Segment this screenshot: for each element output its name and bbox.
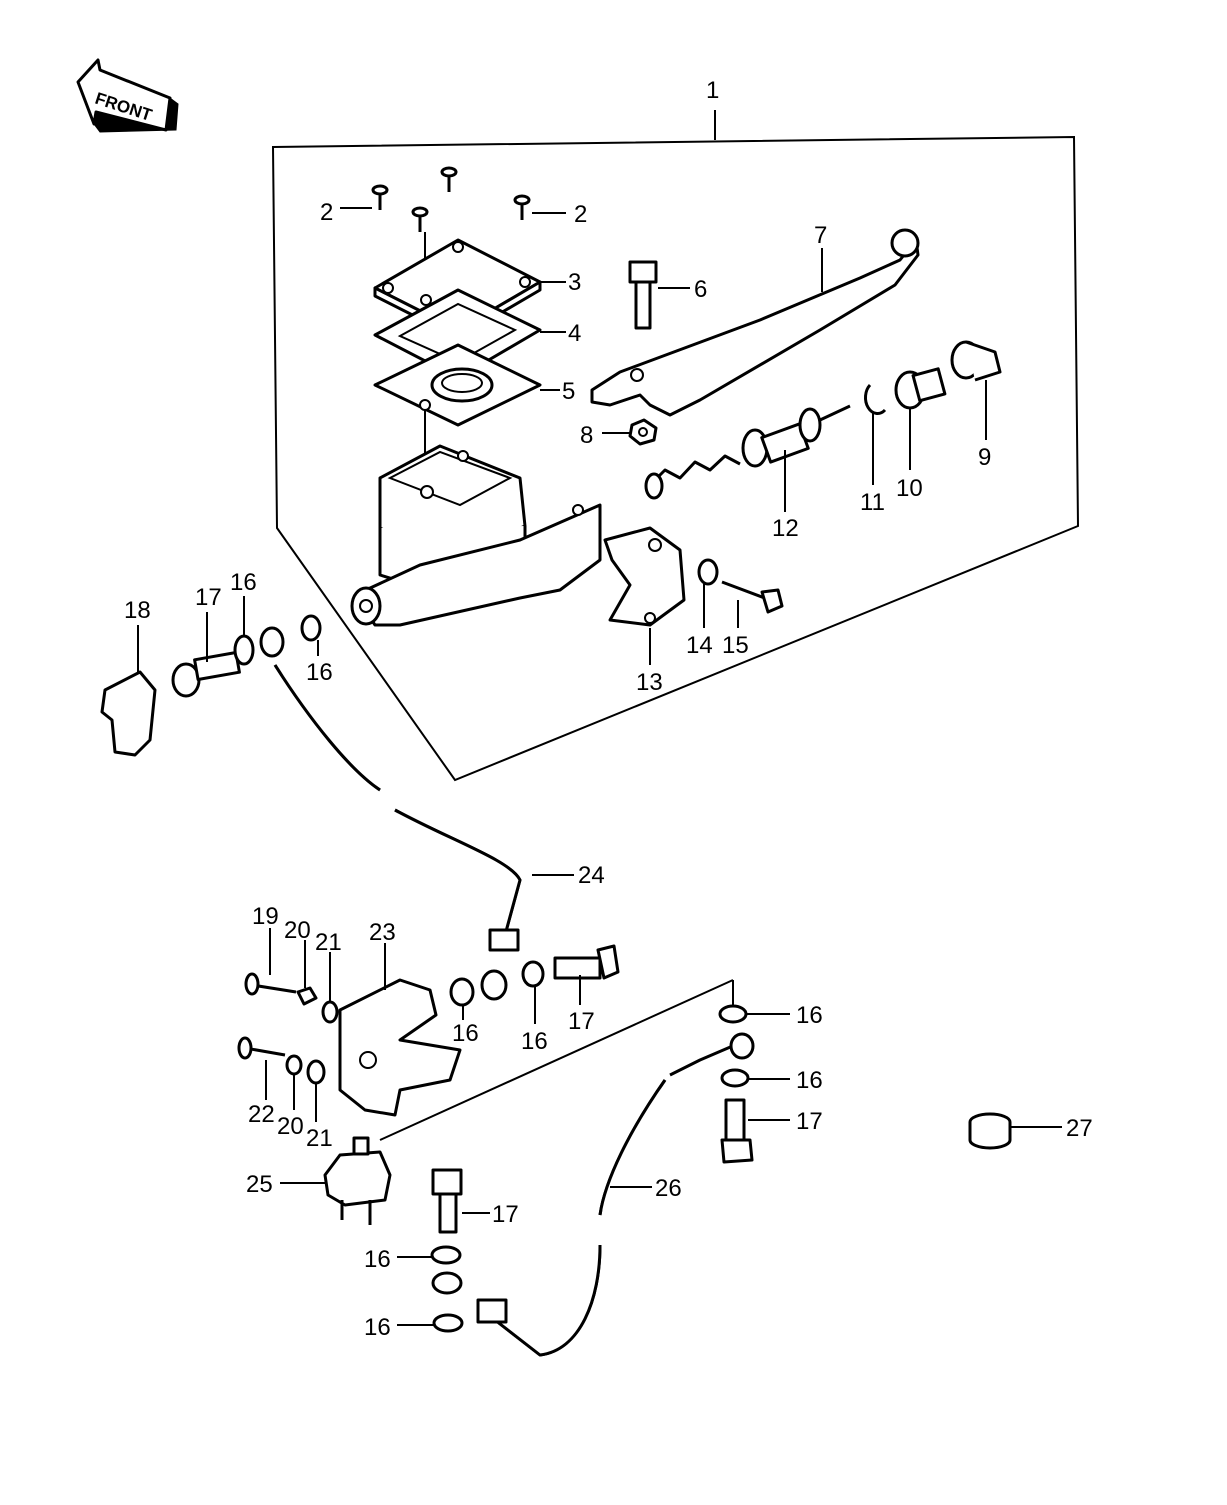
callout-23: 23 [369, 919, 396, 946]
callout-7: 7 [814, 222, 827, 249]
callout-14: 14 [686, 632, 713, 659]
callout-20: 20 [284, 917, 311, 944]
callout-20: 20 [277, 1113, 304, 1140]
callout-10: 10 [896, 475, 923, 502]
three-way-joint [237, 944, 620, 1117]
callout-1: 1 [706, 77, 719, 104]
leader-lines [137, 207, 1062, 1326]
assembly-outline [271, 110, 1080, 782]
callout-2: 2 [574, 201, 587, 228]
pivot-bolt [628, 260, 658, 330]
callout-21: 21 [306, 1125, 333, 1152]
lever-nut [628, 418, 658, 446]
callout-16: 16 [452, 1020, 479, 1047]
piston-and-spring [644, 404, 851, 500]
callout-16: 16 [364, 1246, 391, 1273]
callout-12: 12 [772, 515, 799, 542]
callout-27: 27 [1066, 1115, 1093, 1142]
callout-11: 11 [860, 489, 885, 516]
callout-17: 17 [796, 1108, 823, 1135]
callout-17: 17 [492, 1201, 519, 1228]
callout-2: 2 [320, 199, 333, 226]
banjo-assembly-upper [100, 614, 322, 757]
callout-labels: 1 2 2 3 4 5 6 7 8 9 10 11 12 13 14 15 16… [124, 77, 1093, 1341]
callout-17: 17 [568, 1008, 595, 1035]
callout-16: 16 [796, 1002, 823, 1029]
callout-21: 21 [315, 929, 342, 956]
callout-16: 16 [230, 569, 257, 596]
callout-18: 18 [124, 597, 151, 624]
callout-15: 15 [722, 632, 749, 659]
callout-4: 4 [568, 320, 581, 347]
grommet [968, 1112, 1012, 1150]
upper-brake-hose [273, 664, 522, 1001]
callout-19: 19 [252, 903, 279, 930]
callout-16: 16 [521, 1028, 548, 1055]
callout-16: 16 [306, 659, 333, 686]
callout-22: 22 [248, 1101, 275, 1128]
handlebar-clamp [603, 526, 784, 627]
callout-24: 24 [578, 862, 605, 889]
callout-17: 17 [195, 584, 222, 611]
callout-5: 5 [562, 378, 575, 405]
front-arrow-icon: FRONT [76, 58, 179, 133]
callout-9: 9 [978, 444, 991, 471]
brake-light-switch [323, 1136, 392, 1225]
callout-8: 8 [580, 422, 593, 449]
callout-16: 16 [796, 1067, 823, 1094]
callout-26: 26 [655, 1175, 682, 1202]
callout-13: 13 [636, 669, 663, 696]
callout-3: 3 [568, 269, 581, 296]
callout-25: 25 [246, 1171, 273, 1198]
callout-6: 6 [694, 276, 707, 303]
master-cylinder-body [350, 444, 602, 627]
callout-16: 16 [364, 1314, 391, 1341]
brake-lever [590, 228, 920, 417]
lower-brake-hose [379, 979, 755, 1357]
circlip-and-boots [864, 340, 1002, 415]
diaphragm [373, 343, 542, 427]
